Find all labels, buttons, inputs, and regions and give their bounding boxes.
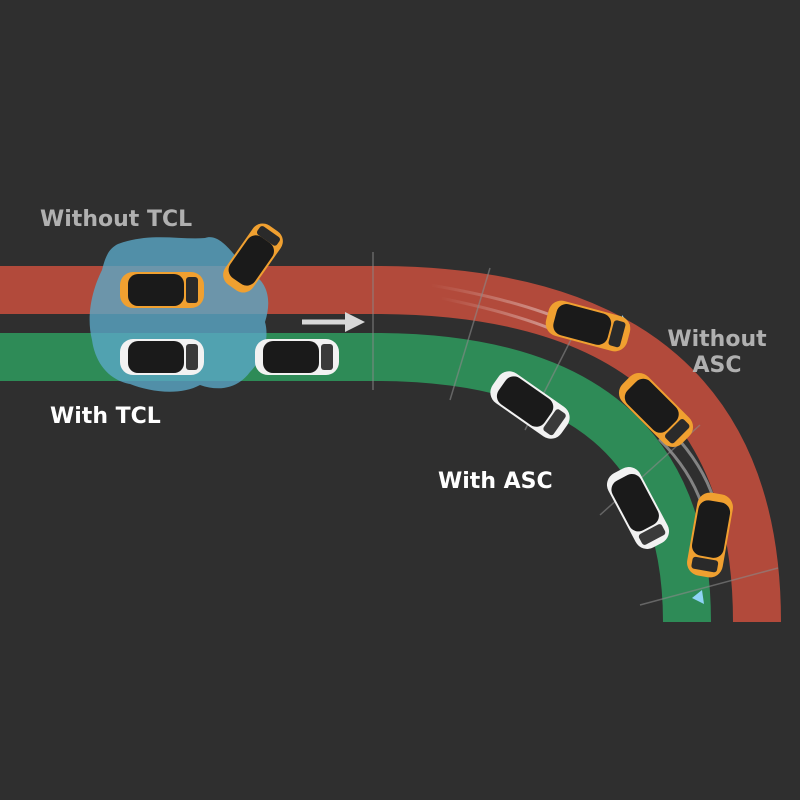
- car-orange-curve-2: [618, 372, 694, 448]
- car-orange-curve-3: [687, 492, 733, 578]
- car-orange-curve-1: [545, 300, 631, 352]
- label-without-asc-line2: ASC: [692, 353, 742, 378]
- label-with-asc: With ASC: [438, 469, 553, 494]
- label-without-asc: Without ASC: [662, 327, 772, 379]
- cone-icon: [692, 590, 704, 604]
- car-orange-wet: [120, 272, 204, 308]
- car-white-wet: [120, 339, 204, 375]
- label-without-asc-line1: Without: [667, 327, 767, 352]
- car-white-curve-2: [606, 467, 670, 549]
- label-with-tcl: With TCL: [50, 404, 161, 429]
- label-without-tcl: Without TCL: [40, 207, 193, 232]
- car-white-straight: [255, 339, 339, 375]
- green-track: [0, 333, 711, 623]
- car-white-curve-1: [490, 371, 570, 439]
- arrow-right-icon: [302, 312, 365, 332]
- car-orange-spinning: [223, 223, 283, 293]
- red-track: [0, 266, 781, 623]
